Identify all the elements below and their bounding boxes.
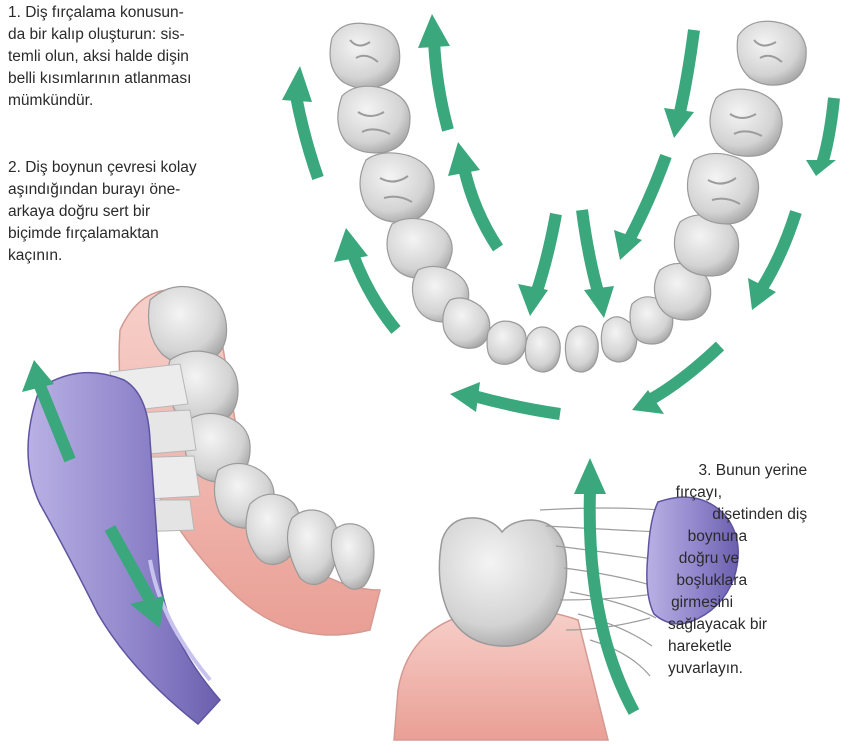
tooth-icon <box>525 327 560 372</box>
text-line: 2. Diş boynun çevresi kolay <box>8 157 197 179</box>
arrow-icon <box>448 142 498 248</box>
text-line: arkaya doğru sert bir <box>8 201 197 223</box>
arrow-icon <box>518 214 556 316</box>
arrow-icon <box>748 212 796 310</box>
text-line: temli olun, aksi halde dişin <box>8 46 192 68</box>
text-line: doğru ve <box>668 548 807 570</box>
text-line: aşındığından burayı öne- <box>8 179 197 201</box>
tooth-icon <box>737 21 806 85</box>
text-line: girmesini <box>668 592 807 614</box>
tooth-arch <box>330 21 806 372</box>
tooth-icon <box>439 518 566 646</box>
text-line: sağlayacak bir <box>668 614 807 636</box>
instruction-step-2: 2. Diş boynun çevresi kolay aşındığından… <box>8 157 197 267</box>
tooth-icon <box>360 153 434 222</box>
text-line: biçimde fırçalamaktan <box>8 223 197 245</box>
arrow-icon <box>450 382 560 414</box>
text-line: kaçının. <box>8 245 197 267</box>
tooth-icon <box>687 153 758 224</box>
text-line: da bir kalıp oluşturun: sis- <box>8 24 192 46</box>
text-line: dişetinden diş <box>668 504 807 526</box>
arrow-icon <box>582 210 614 318</box>
text-line: yuvarlayın. <box>668 658 807 680</box>
text-line: mümkündür. <box>8 90 192 112</box>
tooth-icon <box>565 326 598 372</box>
arrow-icon <box>664 30 694 138</box>
instruction-step-3: 3. Bunun yerine fırçayı, dişetinden diş … <box>668 460 807 680</box>
text-line: belli kısımlarının atlanması <box>8 68 192 90</box>
arrow-icon <box>632 346 720 414</box>
tooth-icon <box>338 86 410 153</box>
tooth-icon <box>443 298 490 348</box>
tooth-icon <box>331 524 374 589</box>
text-line: fırçayı, <box>668 482 807 504</box>
text-line: 3. Bunun yerine <box>668 460 807 482</box>
arrow-icon <box>282 66 318 178</box>
text-line: hareketle <box>668 636 807 658</box>
text-line: 1. Diş fırçalama konusun- <box>8 2 192 24</box>
arrow-icon <box>614 156 666 260</box>
tooth-icon <box>330 23 400 88</box>
instruction-step-1: 1. Diş fırçalama konusun- da bir kalıp o… <box>8 2 192 112</box>
tooth-icon <box>487 321 526 364</box>
text-line: boynuna <box>668 526 807 548</box>
text-line: boşluklara <box>668 570 807 592</box>
arrow-icon <box>806 98 836 176</box>
tooth-icon <box>710 89 782 156</box>
arrow-icon <box>418 14 450 130</box>
